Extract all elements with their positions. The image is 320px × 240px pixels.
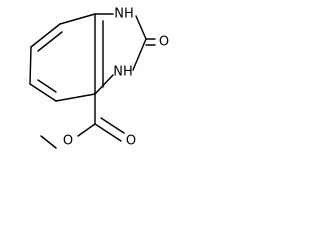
molecule-svg: NH NH O O O: [29, 7, 169, 149]
atom-label-n3: NH: [113, 65, 133, 80]
bond-n3-c3a: [94, 74, 114, 95]
atom-label-n1: NH: [114, 7, 134, 22]
bond-ring-top: [59, 13, 96, 25]
bond-ester-oxygen: [77, 123, 96, 137]
bond-ring-lower-left: [29, 83, 57, 102]
bond-ring-lower-left-double: [37, 79, 57, 93]
atom-label-oxo: O: [159, 35, 169, 50]
bond-ester-carbonyl-double: [100, 117, 125, 134]
bond-n1-c2: [135, 15, 147, 40]
bonds-layer: [29, 13, 156, 149]
atom-label-ester-oxygen: O: [63, 134, 73, 149]
labels-layer: NH NH O O O: [63, 7, 169, 149]
bond-c2-n3: [132, 38, 147, 71]
bond-methoxy: [40, 135, 57, 149]
bond-ring-upper-left-double: [37, 31, 63, 52]
atom-label-carbonyl-oxygen: O: [126, 134, 136, 149]
bond-ring-upper-left: [30, 23, 61, 48]
bond-ring-bottom: [55, 93, 96, 102]
bond-ester-carbonyl: [94, 123, 122, 142]
bond-ring-left: [29, 46, 32, 85]
chemical-structure-diagram: NH NH O O O: [0, 0, 188, 196]
